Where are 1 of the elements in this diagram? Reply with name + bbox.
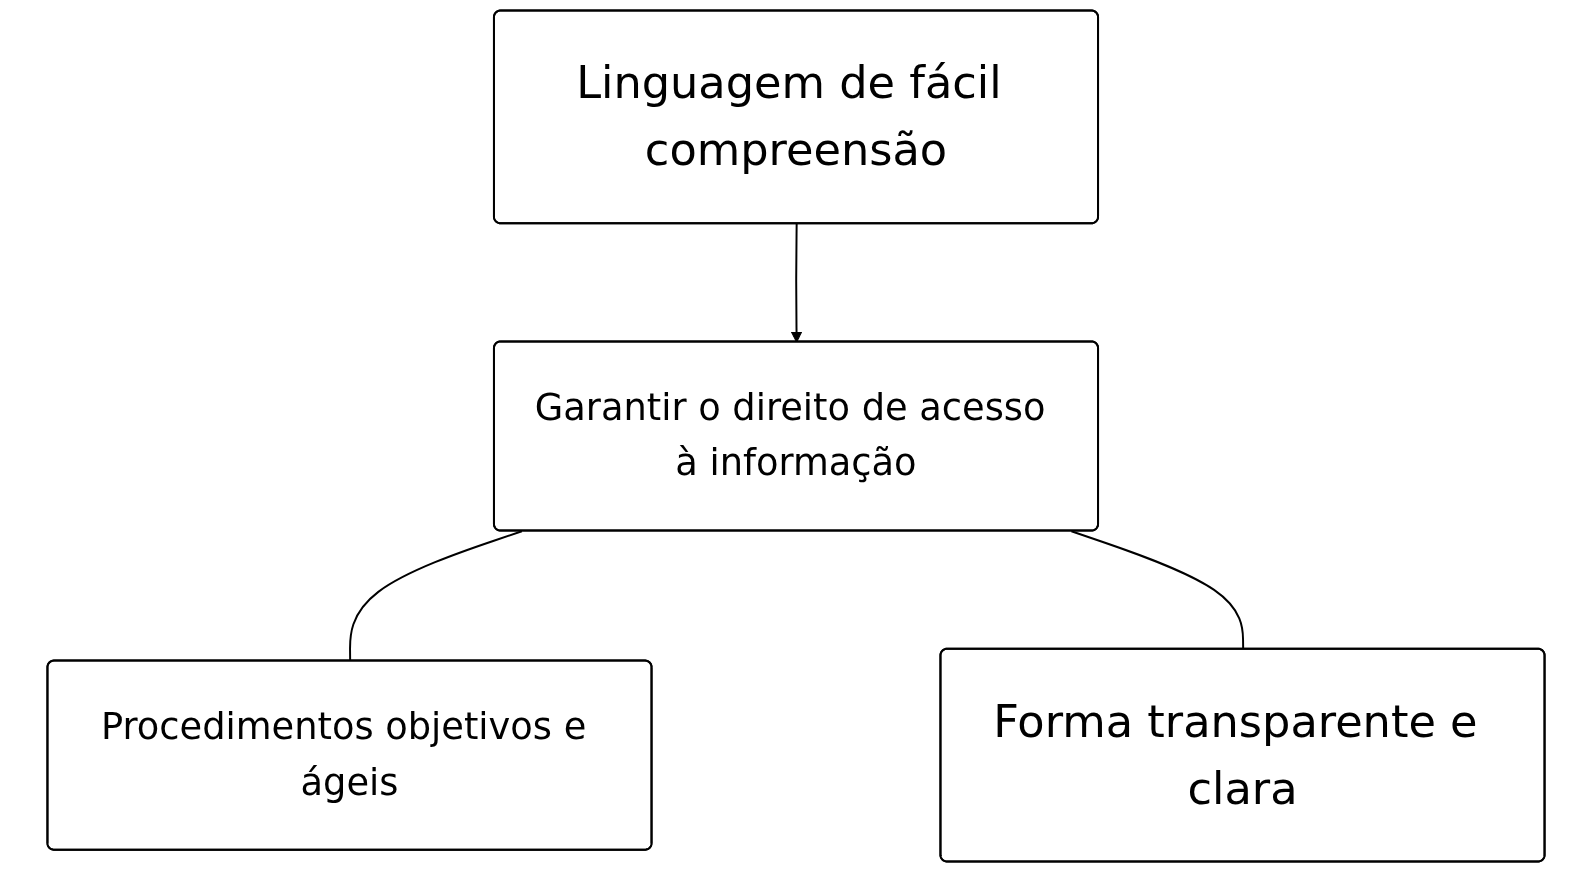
arrow: [790, 222, 803, 343]
